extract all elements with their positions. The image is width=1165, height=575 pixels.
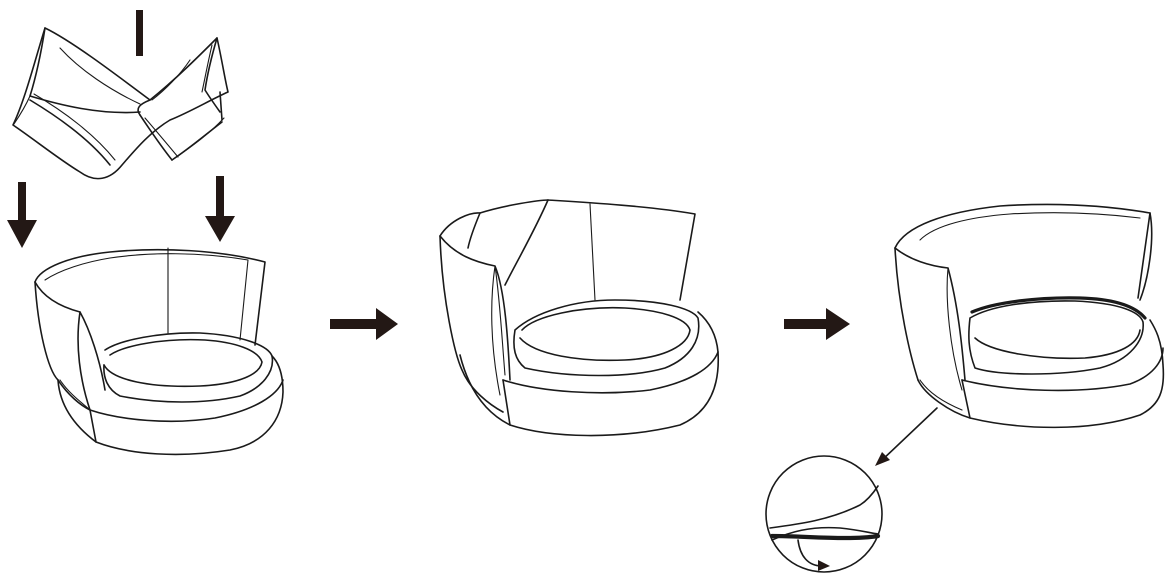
down-arrow-left-icon xyxy=(7,182,37,248)
chair-partially-covered-icon xyxy=(440,200,718,436)
step-1 xyxy=(7,10,283,454)
callout-arrow-icon xyxy=(875,408,937,466)
step-3 xyxy=(766,204,1163,572)
cover-icon xyxy=(13,28,228,179)
chair-icon xyxy=(35,248,283,454)
detail-magnifier-icon xyxy=(766,456,882,572)
right-arrow-2-icon xyxy=(784,308,850,340)
down-arrow-right-icon xyxy=(205,176,235,242)
chair-fully-covered-icon xyxy=(895,204,1163,427)
down-arrow-top-icon xyxy=(136,10,143,56)
step-2 xyxy=(440,200,718,436)
right-arrow-1-icon xyxy=(330,308,398,340)
